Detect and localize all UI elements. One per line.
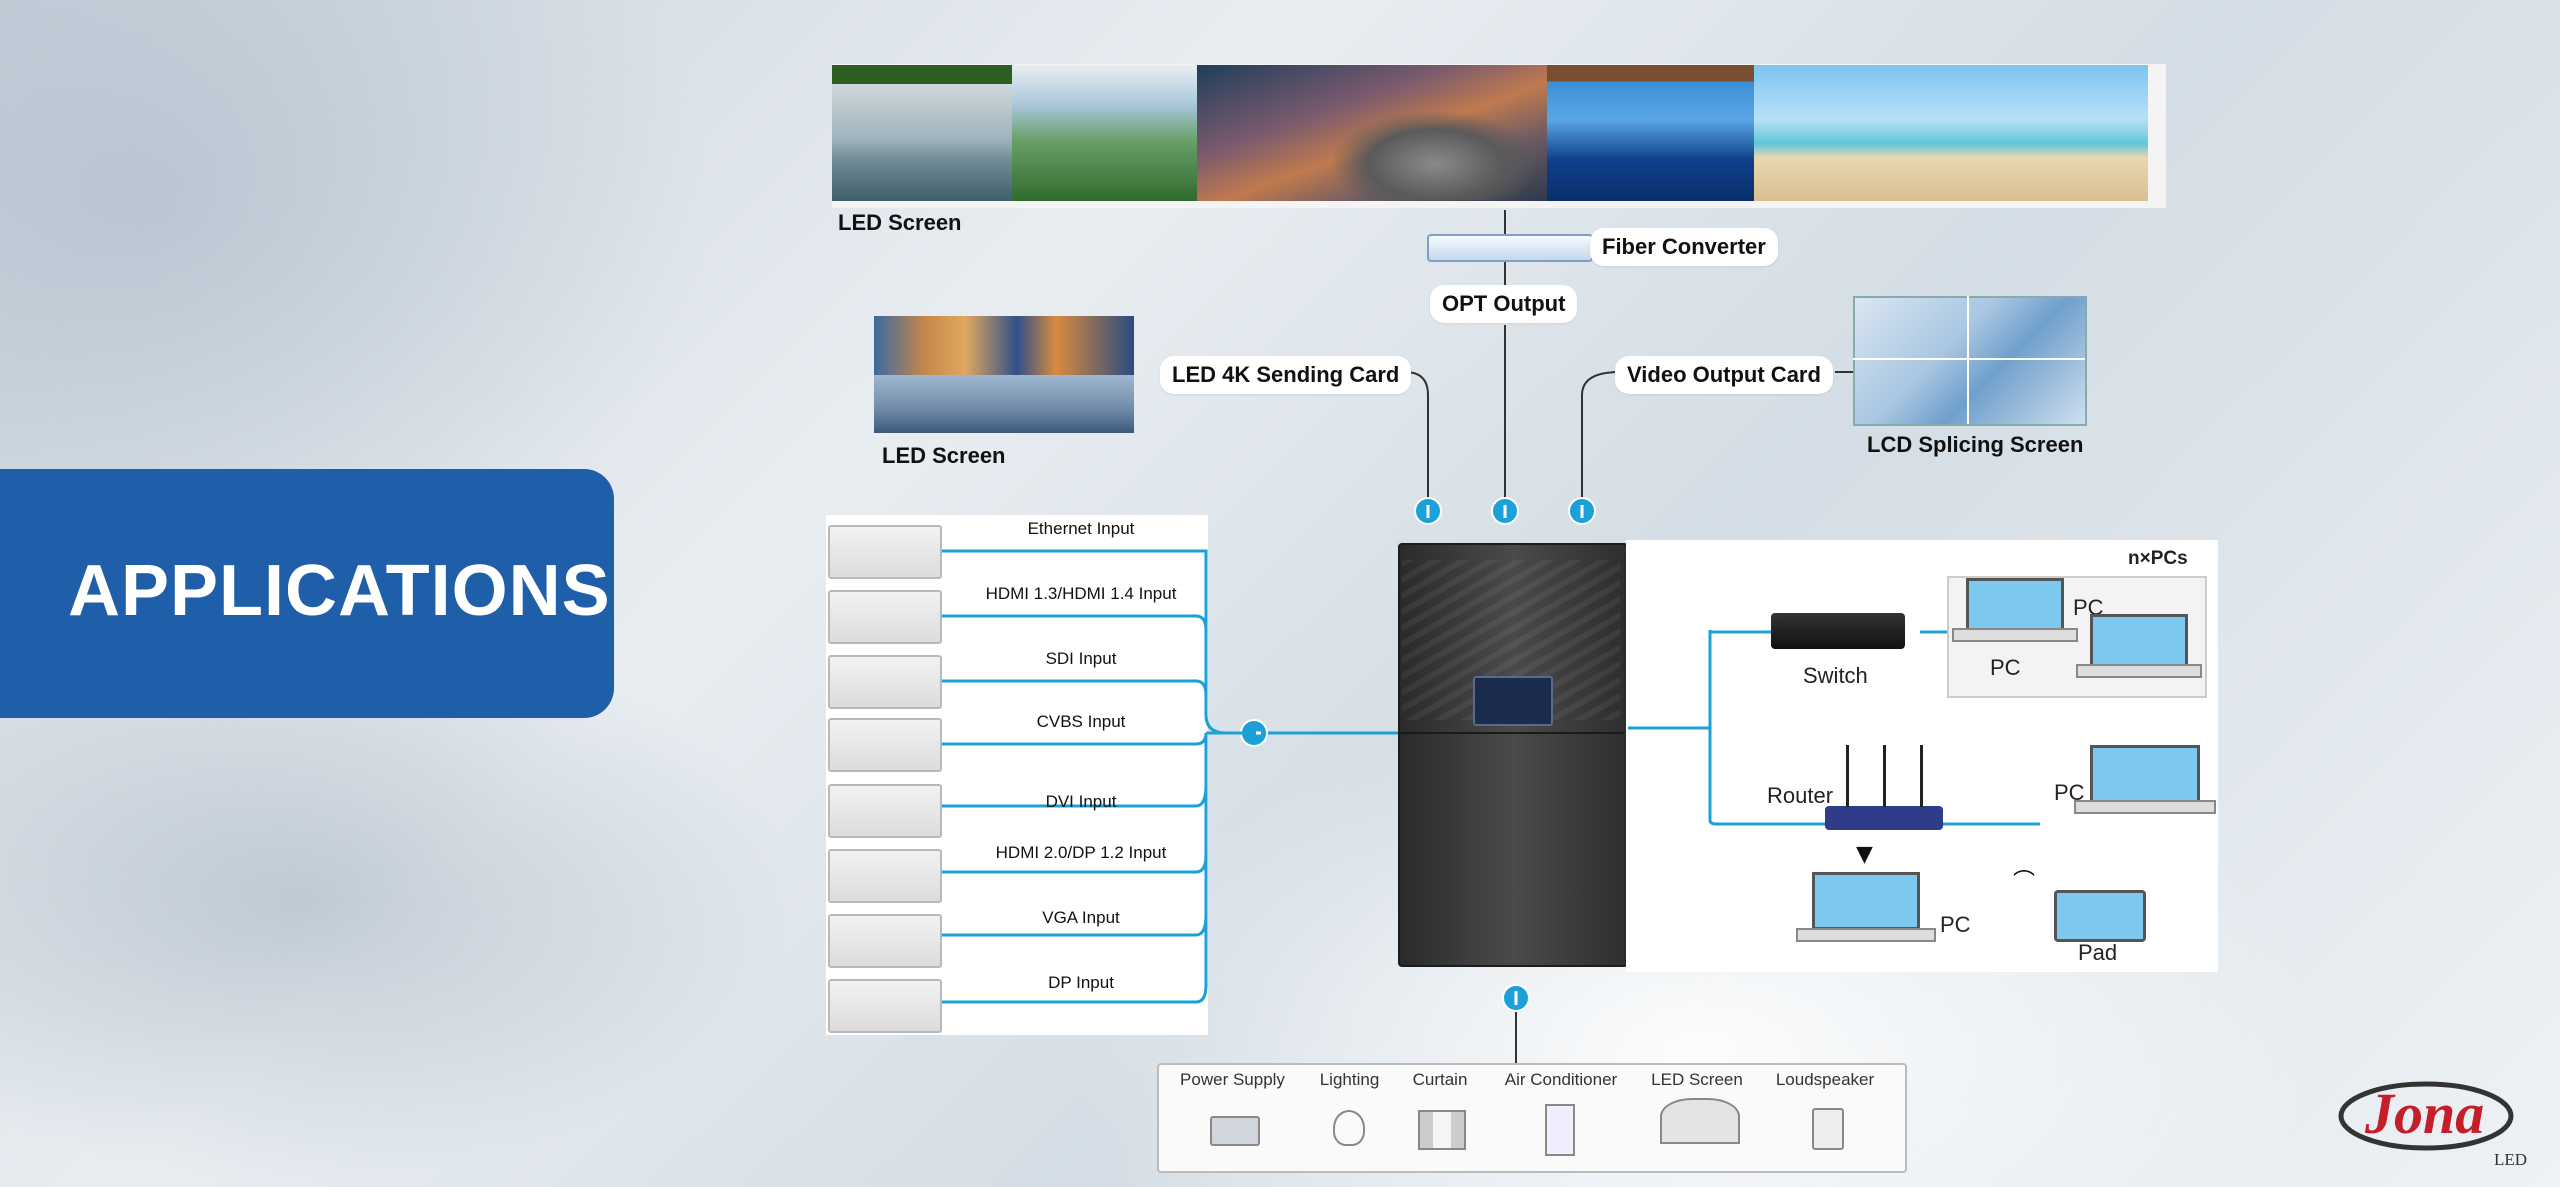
pad-device — [2054, 890, 2146, 942]
logo-sub: LED — [2494, 1150, 2528, 1169]
jona-logo-swoosh — [2338, 1081, 2514, 1151]
input-lines — [940, 549, 1256, 1004]
laptop-base — [1952, 628, 2078, 642]
laptop-icon — [828, 849, 942, 903]
pad-label: Pad — [2078, 940, 2118, 965]
desktop-pc-icon — [828, 914, 942, 968]
curved-led-screen-icon — [1660, 1098, 1740, 1144]
wifi-icon: ▼ — [1856, 842, 1873, 867]
monitor-icon — [828, 590, 942, 644]
coast-image — [1547, 65, 1754, 201]
laptop-screen — [2090, 745, 2200, 803]
cabinet-divider — [1398, 732, 1624, 734]
input-label: DVI Input — [1045, 792, 1117, 811]
input-label: DP Input — [1048, 973, 1114, 992]
page-title: APPLICATIONS — [68, 551, 611, 631]
camera-icon — [828, 525, 942, 579]
router-antenna — [1920, 745, 1923, 807]
top-led-screen-label: LED Screen — [838, 210, 962, 235]
laptop-screen — [2090, 614, 2188, 668]
laptop-screen — [1812, 872, 1920, 930]
input-row-cvbs: CVBS Input — [826, 712, 1206, 774]
router-device — [1825, 806, 1943, 830]
cabinet-display — [1473, 676, 1553, 726]
dvd-player-icon — [828, 718, 942, 772]
rock-pile — [1330, 110, 1540, 200]
control-curtain: Curtain — [1412, 1070, 1468, 1089]
input-label: Ethernet Input — [1027, 519, 1135, 538]
fiber-converter-label: Fiber Converter — [1590, 228, 1778, 266]
lightbulb-icon — [1333, 1110, 1365, 1146]
input-label: HDMI 2.0/DP 1.2 Input — [995, 843, 1167, 862]
signal-icon: ⌒ — [2013, 870, 2036, 895]
video-output-card-label: Video Output Card — [1615, 356, 1833, 394]
lcd-splicing-image — [1853, 296, 2087, 426]
applications-banner — [0, 469, 614, 718]
laptop-base — [1796, 928, 1936, 942]
opt-output-label: OPT Output — [1430, 285, 1578, 323]
bridge-image — [874, 375, 1134, 433]
router-label: Router — [1767, 783, 1834, 808]
switch-label: Switch — [1803, 663, 1868, 688]
lcd-grid-v — [1967, 296, 1969, 424]
video-processor-cabinet — [1398, 543, 1628, 967]
input-row-dvi: DVI Input — [826, 784, 1206, 840]
router-antenna — [1883, 745, 1886, 807]
lake-image — [832, 65, 1012, 201]
laptop-base — [2074, 800, 2216, 814]
input-row-vga: VGA Input — [826, 908, 1206, 970]
speaker-icon — [1812, 1108, 1844, 1150]
beach-image — [1754, 65, 2148, 201]
pc-label-4: PC — [1940, 912, 1971, 937]
air-conditioner-icon — [1545, 1104, 1575, 1156]
input-row-hdmi20: HDMI 2.0/DP 1.2 Input — [826, 843, 1206, 905]
workstation-icon — [828, 979, 942, 1033]
input-row-ethernet: Ethernet Input — [826, 519, 1206, 581]
input-label: HDMI 1.3/HDMI 1.4 Input — [985, 584, 1177, 603]
laptop-screen — [1966, 578, 2064, 632]
input-label: SDI Input — [1045, 649, 1117, 668]
control-power-supply: Power Supply — [1180, 1070, 1285, 1089]
npcs-label: n×PCs — [2128, 548, 2188, 569]
router-antenna — [1846, 745, 1849, 807]
logo-brand: Jona — [2365, 1081, 2485, 1146]
input-row-hdmi13: HDMI 1.3/HDMI 1.4 Input — [826, 584, 1206, 646]
fiber-converter-device — [1427, 234, 1593, 262]
input-row-dp: DP Input — [826, 973, 1206, 1035]
middle-led-screen-label: LED Screen — [882, 443, 1006, 468]
sending-card-label: LED 4K Sending Card — [1160, 356, 1412, 394]
input-label: CVBS Input — [1036, 712, 1126, 731]
pc-label-1: PC — [1990, 655, 2021, 680]
lcd-grid-h — [1853, 358, 2085, 360]
control-lighting: Lighting — [1319, 1070, 1380, 1089]
controls-panel — [1157, 1063, 1907, 1173]
power-supply-icon — [1210, 1116, 1260, 1146]
curtain-icon — [1418, 1110, 1466, 1150]
control-loudspeaker: Loudspeaker — [1775, 1070, 1875, 1089]
mountain-image — [1012, 65, 1197, 201]
input-label: VGA Input — [1042, 908, 1120, 927]
computer-icon — [828, 784, 942, 838]
switch-device — [1771, 613, 1905, 649]
lcd-splicing-label: LCD Splicing Screen — [1867, 432, 2084, 457]
camcorder-icon — [828, 655, 942, 709]
input-row-sdi: SDI Input — [826, 649, 1206, 711]
laptop-base — [2076, 664, 2202, 678]
control-air-conditioner: Air Conditioner — [1504, 1070, 1618, 1089]
control-led-screen: LED Screen — [1651, 1070, 1743, 1089]
